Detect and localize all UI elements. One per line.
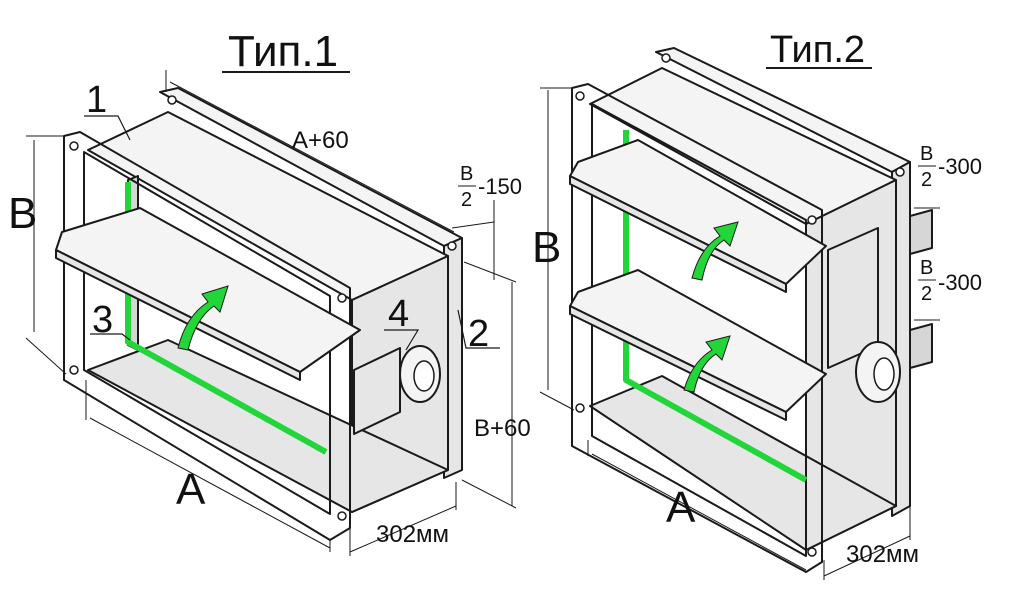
type2-dim-b: B — [532, 223, 561, 272]
type1-leader-2 — [457, 309, 500, 349]
type1-dim-b: B — [8, 189, 37, 238]
type1-leader-1 — [84, 115, 131, 141]
type1-hole-rear — [167, 95, 177, 105]
type1-actuator-shaft — [413, 360, 435, 392]
type1-offset-num: B — [460, 163, 473, 185]
type1-leader-4 — [384, 329, 420, 351]
type2-offset1-suffix: -300 — [938, 154, 982, 179]
type1-dim-depth: 302мм — [376, 521, 449, 548]
type1-offset-suffix: -150 — [478, 174, 522, 199]
type2-drawing — [539, 47, 940, 580]
type1-hole-tr — [337, 293, 347, 303]
type1-dim-a-line — [89, 417, 331, 549]
type2-dim-depth-line — [823, 535, 911, 577]
type1-leader-3 — [90, 333, 131, 341]
type2-airflow-arrow-upper-icon — [691, 221, 739, 281]
type2-hole-br — [807, 547, 817, 557]
type1-dim-b60: B+60 — [474, 415, 531, 442]
type1-hole-bl — [69, 365, 79, 375]
type1-hole-br — [337, 511, 347, 521]
type1-callout-2: 2 — [468, 313, 489, 355]
type1-dim-offset: B 2 -150 — [458, 163, 522, 211]
type1-actuator-box — [353, 347, 401, 435]
type2-hole-rear — [661, 53, 671, 63]
type1-title: Тип.1 — [228, 27, 338, 76]
type2-hole-tr — [807, 215, 817, 225]
type1-airflow-arrow-icon — [177, 285, 229, 351]
type1-offset-den: 2 — [461, 189, 472, 211]
type1-dim-b60-ext2 — [461, 479, 517, 509]
type2-offset2-suffix: -300 — [938, 270, 982, 295]
type2-offset1-num: B — [920, 143, 933, 165]
type2-airflow-arrow-lower-icon — [683, 335, 731, 393]
type2-title: Тип.2 — [770, 29, 865, 71]
type2-dim-depth: 302мм — [846, 541, 919, 568]
type2-flange-lower — [909, 323, 933, 369]
type2-dim-offset-upper: B 2 -300 — [918, 143, 982, 191]
type1-blade-edge — [55, 249, 301, 381]
type2-blade2-edge — [569, 305, 787, 421]
type1-dim-a60-line — [169, 81, 455, 233]
type1-dim-b60-ext1 — [463, 261, 517, 283]
type2-offset2-num: B — [920, 257, 933, 279]
type2-hole-rear2 — [895, 167, 905, 177]
type2-flange-upper — [909, 209, 933, 255]
type2-dim-b-ext2 — [539, 391, 575, 411]
type1-dim-b-ext2 — [25, 337, 67, 375]
type2-blade2-top — [569, 269, 827, 413]
type2-seal — [623, 130, 808, 483]
type1-drawing — [25, 70, 517, 556]
type1-dim-a60: A+60 — [292, 127, 349, 154]
type1-callout-3: 3 — [92, 299, 113, 341]
type1-hole-rear2 — [447, 241, 457, 251]
type1-callout-1: 1 — [86, 79, 107, 121]
type2-front-frame — [571, 83, 823, 573]
type2-offset2-den: 2 — [921, 283, 932, 305]
type1-hole-tl — [69, 141, 79, 151]
type2-hole-bl — [575, 403, 585, 413]
type1-dim-offset-line — [451, 221, 495, 229]
type1-dim-a: A — [176, 465, 206, 514]
type1-front-opening — [83, 151, 331, 515]
type2-hole-tl — [575, 91, 585, 101]
type2-dim-a: A — [666, 483, 696, 532]
type2-offset1-den: 2 — [921, 169, 932, 191]
type2-dim-offset-lower: B 2 -300 — [918, 257, 982, 305]
type2-dim-a-line — [591, 453, 807, 571]
type1-dim-depth-line — [349, 505, 457, 553]
type2-actuator-shaft — [873, 357, 895, 391]
type1-callout-4: 4 — [388, 293, 409, 335]
